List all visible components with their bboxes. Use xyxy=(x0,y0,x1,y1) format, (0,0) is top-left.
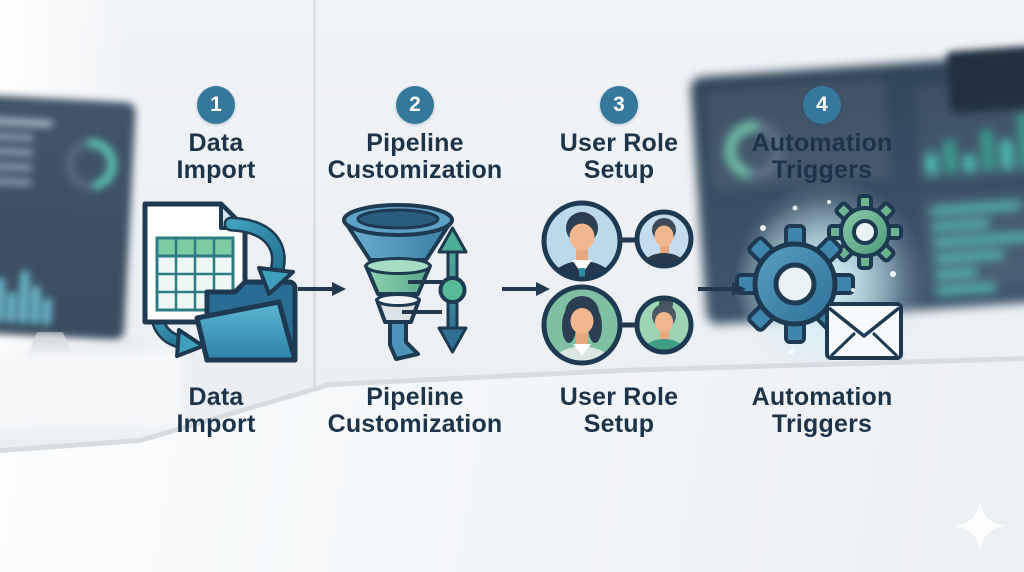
dashboard-row xyxy=(0,131,35,142)
data-import-icon-box xyxy=(127,190,305,376)
step-number-badge: 3 xyxy=(600,86,638,124)
user-avatars-icon xyxy=(541,200,694,366)
four-point-star-icon xyxy=(954,500,1006,552)
dashboard-row xyxy=(0,116,54,128)
small-gear-icon xyxy=(827,194,903,270)
step-number-badge: 4 xyxy=(803,86,841,124)
email-envelope-icon xyxy=(825,302,903,360)
funnel-slider-icon xyxy=(342,203,468,361)
dashboard-row xyxy=(0,161,33,172)
step-number-badge: 1 xyxy=(197,86,235,124)
bar-chart-icon xyxy=(0,262,53,325)
gears-email-icon xyxy=(735,194,907,368)
automation-icon-box xyxy=(733,190,911,376)
step-number-badge: 2 xyxy=(396,86,434,124)
arrow-right-icon xyxy=(298,282,346,296)
background-monitor-corner xyxy=(945,44,1024,114)
horizontal-bar-chart-icon xyxy=(921,188,1024,296)
background-dashboard-monitor-left xyxy=(0,93,137,341)
user-roles-icon-box xyxy=(535,190,703,376)
donut-chart-icon xyxy=(54,128,128,202)
sparkle-dots xyxy=(760,200,896,355)
arrow-right-icon xyxy=(698,282,746,296)
dashboard-row xyxy=(0,146,34,157)
background-desk-blur xyxy=(0,348,183,430)
dashboard-row xyxy=(0,176,32,187)
pipeline-icon-box xyxy=(336,190,494,376)
wall-seam xyxy=(313,0,316,398)
arrow-right-icon xyxy=(502,282,550,296)
spreadsheet-to-folder-icon xyxy=(142,201,298,363)
